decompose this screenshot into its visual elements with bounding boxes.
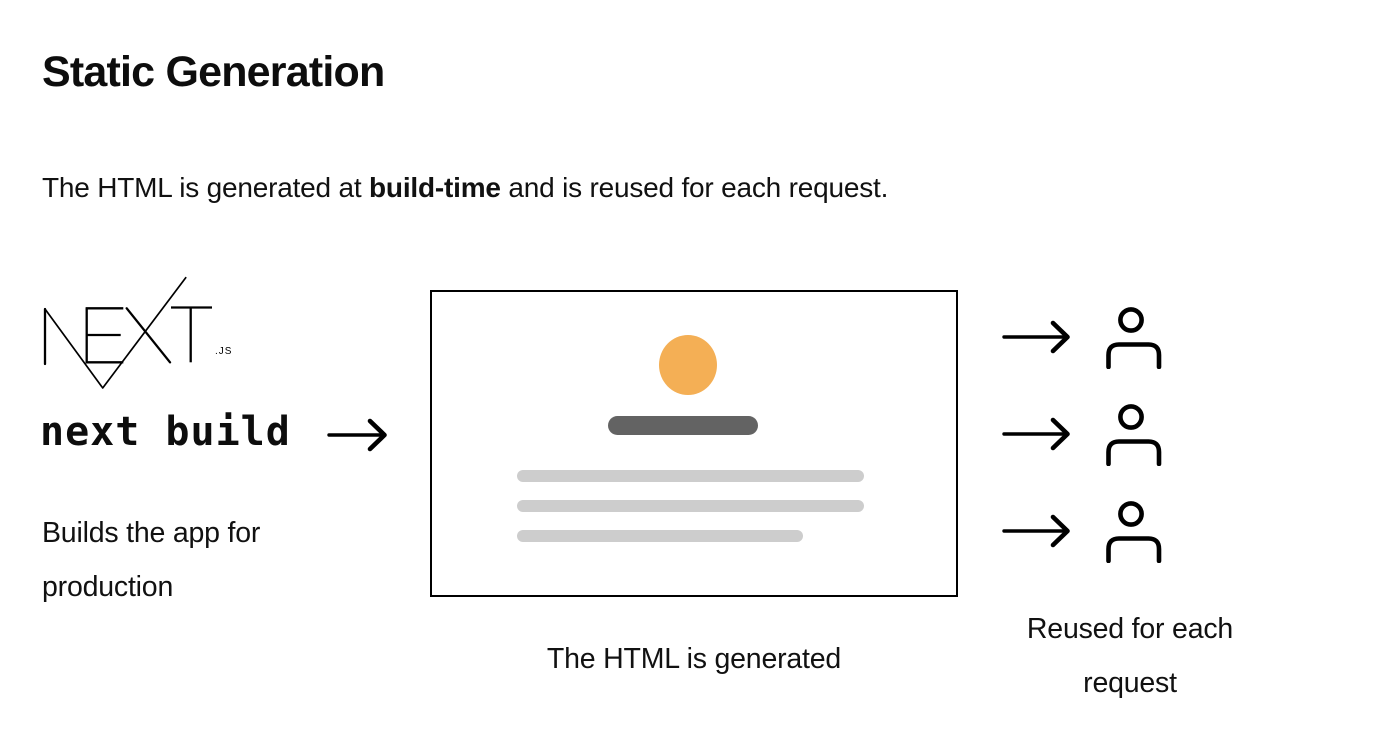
intro-paragraph: The HTML is generated at build-time and … <box>42 170 888 206</box>
logo-js-suffix: .JS <box>215 346 232 357</box>
generated-html-panel <box>430 290 958 597</box>
request-row <box>1002 397 1172 471</box>
intro-text-after: and is reused for each request. <box>500 172 889 203</box>
request-row <box>1002 494 1172 568</box>
text-line-placeholder <box>517 470 864 482</box>
build-description: Builds the app for production <box>42 517 261 603</box>
user-icon <box>1106 404 1162 466</box>
avatar-circle <box>659 335 717 395</box>
arrow-right-icon <box>327 418 387 452</box>
arrow-right-icon <box>1002 320 1070 354</box>
intro-bold-term: build-time <box>369 172 501 203</box>
build-command: next build <box>40 409 291 455</box>
page-title: Static Generation <box>42 48 385 96</box>
arrow-right-icon <box>1002 417 1070 451</box>
nextjs-logo: .JS <box>43 276 232 389</box>
text-line-placeholder <box>517 500 864 512</box>
user-icon <box>1106 501 1162 563</box>
title-bar-placeholder <box>608 416 758 435</box>
doc-panel-caption: The HTML is generated <box>546 643 842 675</box>
requests-caption: Reused for each request <box>1026 613 1234 699</box>
intro-text-before: The HTML is generated at <box>42 172 370 203</box>
arrow-right-icon <box>1002 514 1070 548</box>
text-line-placeholder <box>517 530 803 542</box>
user-icon <box>1106 307 1162 369</box>
request-row <box>1002 300 1172 374</box>
